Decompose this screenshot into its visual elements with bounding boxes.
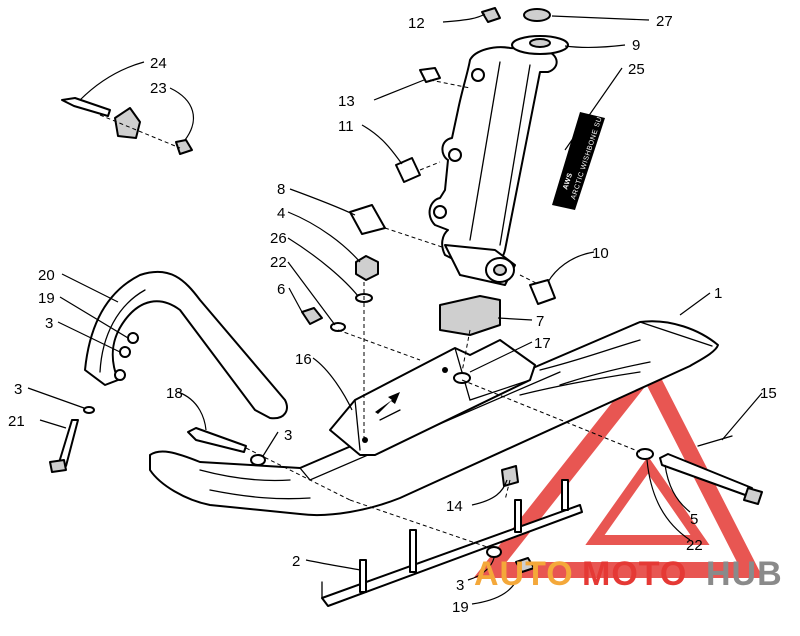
callout-3-mid: 3 bbox=[14, 381, 22, 398]
leader-lines bbox=[27, 13, 763, 605]
callout-22-right: 22 bbox=[686, 537, 703, 554]
watermark-auto: AUTO bbox=[474, 555, 574, 593]
callout-23: 23 bbox=[150, 80, 167, 97]
callout-7: 7 bbox=[536, 313, 544, 330]
callout-3-bottom: 3 bbox=[456, 577, 464, 594]
callout-2: 2 bbox=[292, 553, 300, 570]
assembly-lines bbox=[99, 79, 641, 549]
spindle-tube bbox=[428, 35, 569, 286]
callout-3-center: 3 bbox=[284, 427, 292, 444]
callout-8: 8 bbox=[277, 181, 285, 198]
aws-decal: AWS ARCTIC WISHBONE SUSPENSION bbox=[552, 78, 616, 210]
small-parts bbox=[49, 7, 763, 573]
callout-19-left: 19 bbox=[38, 290, 55, 307]
wear-bar bbox=[321, 479, 583, 607]
callout-12: 12 bbox=[408, 15, 425, 32]
callout-24: 24 bbox=[150, 55, 167, 72]
callout-18: 18 bbox=[166, 385, 183, 402]
callout-9: 9 bbox=[632, 37, 640, 54]
callouts: 12 27 9 24 25 23 13 11 8 4 26 10 22 20 6… bbox=[8, 13, 777, 616]
callout-20: 20 bbox=[38, 267, 55, 284]
callout-3-left: 3 bbox=[45, 315, 53, 332]
callout-1: 1 bbox=[714, 285, 722, 302]
watermark-text: AUTO MOTO HUB bbox=[474, 555, 783, 593]
callout-5: 5 bbox=[690, 511, 698, 528]
callout-4: 4 bbox=[277, 205, 285, 222]
watermark-hub: HUB bbox=[706, 555, 783, 593]
callout-13: 13 bbox=[338, 93, 355, 110]
ski-saddle bbox=[329, 339, 536, 456]
callout-22-top: 22 bbox=[270, 254, 287, 271]
callout-26: 26 bbox=[270, 230, 287, 247]
callout-15: 15 bbox=[760, 385, 777, 402]
callout-16: 16 bbox=[295, 351, 312, 368]
callout-11: 11 bbox=[338, 118, 354, 135]
callout-14: 14 bbox=[446, 498, 463, 515]
watermark-moto: MOTO bbox=[582, 555, 687, 593]
callout-17: 17 bbox=[534, 335, 551, 352]
callout-21: 21 bbox=[8, 413, 25, 430]
callout-25: 25 bbox=[628, 61, 645, 78]
callout-19-bottom: 19 bbox=[452, 599, 469, 616]
callout-6: 6 bbox=[277, 281, 285, 298]
callout-10: 10 bbox=[592, 245, 609, 262]
callout-27: 27 bbox=[656, 13, 673, 30]
